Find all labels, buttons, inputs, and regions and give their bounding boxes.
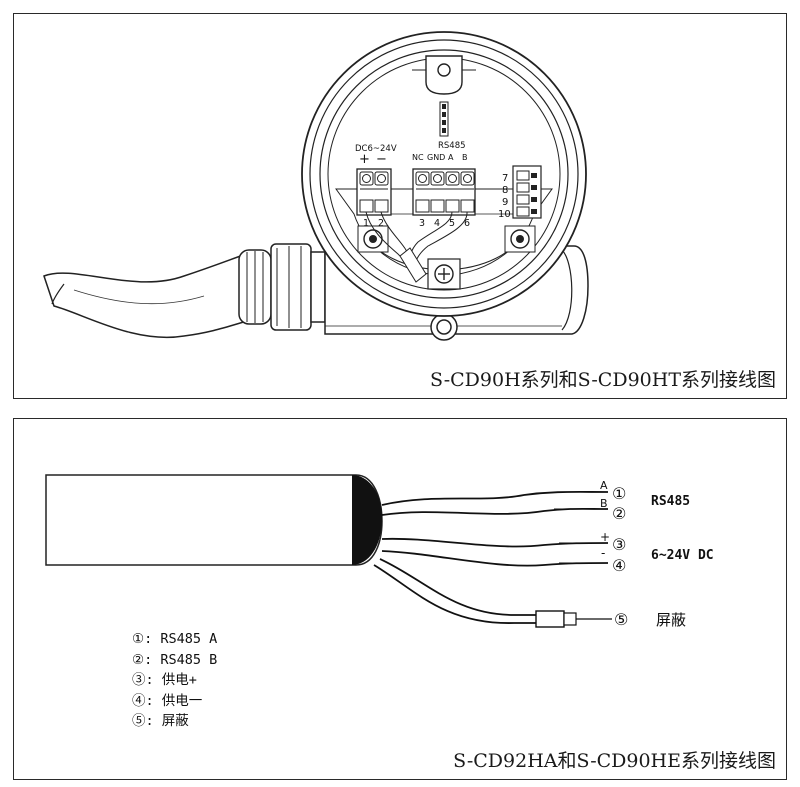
side-connector (512, 165, 542, 219)
cable (43, 252, 255, 338)
legend-item: ⑤: 屏蔽 (132, 713, 189, 729)
signal-wires (373, 490, 609, 624)
legend-item: ①: RS485 A (132, 631, 218, 647)
terminal-number-6: 6 (464, 218, 470, 229)
wire-tag-a: A (600, 479, 608, 492)
wire-tag-plus: + (600, 530, 610, 544)
terminal-number-3: 3 (419, 218, 425, 229)
group-label-shield: 屏蔽 (656, 611, 686, 629)
terminal-number-2: 2 (378, 218, 384, 229)
cable-gland (238, 243, 326, 331)
power-plus-sign: + (359, 152, 370, 167)
terminal-block-rs485 (412, 168, 476, 216)
mount-screw-left (357, 225, 389, 253)
connector-number-7: 7 (502, 173, 508, 184)
pin-label-gnd: GND (427, 153, 445, 162)
terminal-block-power (356, 168, 392, 216)
mount-screw-right (504, 225, 536, 253)
probe-end-cap (352, 475, 382, 565)
terminal-number-1: 1 (363, 218, 369, 229)
power-label: DC6~24V (355, 144, 397, 154)
group-label-rs485: RS485 (651, 494, 690, 509)
wire-tag-b: B (600, 497, 608, 510)
shield-crimp-terminal (535, 610, 612, 628)
terminal-number-4: 4 (434, 218, 440, 229)
wire-tag-minus: - (601, 546, 605, 560)
top-wiring-diagram: DC6~24V + − RS485 NC GND A B (43, 31, 589, 341)
power-minus-sign: − (376, 152, 387, 167)
top-panel-caption: S-CD90H系列和S-CD90HT系列接线图 (430, 369, 776, 391)
wire-legend: ①: RS485 A ②: RS485 B ③: 供电+ ④: 供电一 ⑤: 屏… (132, 629, 217, 732)
group-label-power: 6~24V DC (651, 548, 714, 563)
wire-marker-3: ③ (612, 535, 626, 554)
terminal-number-5: 5 (449, 218, 455, 229)
pin-label-b: B (462, 153, 468, 162)
bottom-panel-caption: S-CD92HA和S-CD90HE系列接线图 (453, 750, 776, 772)
ground-screw (427, 258, 461, 290)
bottom-wiring-diagram: A B + - ① ② ③ ④ ⑤ RS485 6~24V DC 屏蔽 (45, 474, 714, 629)
connector-number-8: 8 (502, 185, 508, 196)
legend-item: ④: 供电一 (132, 692, 203, 709)
bottom-wiring-panel: A B + - ① ② ③ ④ ⑤ RS485 6~24V DC 屏蔽 ①: R… (13, 418, 787, 780)
probe-body (45, 474, 383, 566)
connector-number-10: 10 (498, 209, 511, 220)
wire-thin-leads (554, 491, 608, 564)
connector-number-9: 9 (502, 197, 508, 208)
pin-label-a: A (448, 153, 454, 162)
legend-item: ③: 供电+ (132, 672, 197, 688)
wire-marker-2: ② (612, 504, 626, 523)
wire-marker-1: ① (612, 484, 626, 503)
top-wiring-panel: DC6~24V + − RS485 NC GND A B (13, 13, 787, 399)
internal-wires (365, 211, 468, 283)
rs485-label: RS485 (438, 141, 466, 151)
wire-marker-4: ④ (612, 556, 626, 575)
legend-item: ②: RS485 B (132, 651, 218, 668)
wire-marker-5: ⑤ (614, 610, 628, 629)
pin-label-nc: NC (412, 153, 424, 162)
